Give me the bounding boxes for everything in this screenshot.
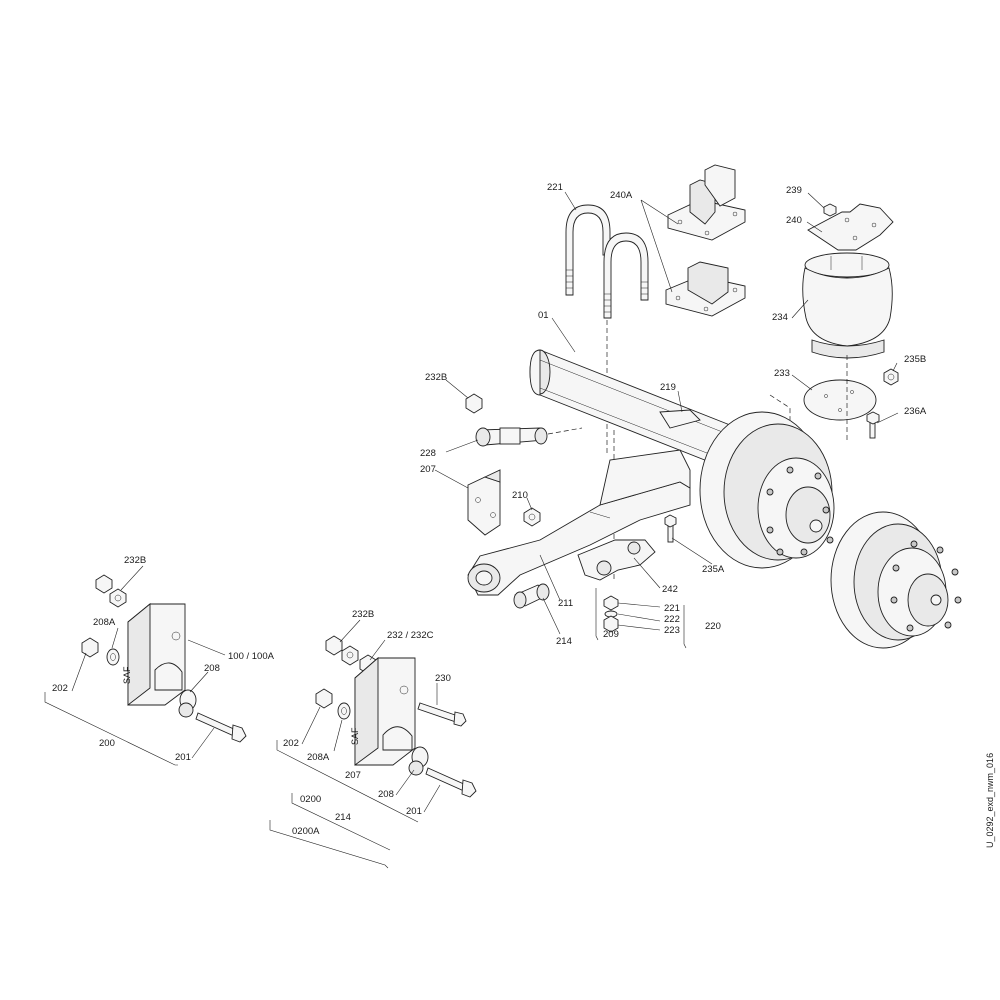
label-01: 01 (538, 310, 549, 321)
label-220: 220 (705, 621, 721, 632)
clamp-plate-240A-lower (665, 261, 746, 317)
label-202-left: 202 (52, 683, 68, 694)
label-214-mid: 214 (556, 636, 572, 647)
trailing-arm-211 (467, 449, 691, 596)
label-202-right: 202 (283, 738, 299, 749)
pivot-plate-242 (577, 539, 656, 581)
piston-plate-233 (803, 379, 877, 421)
bracket-100-100A: SAF (122, 603, 186, 706)
shock-absorber-228 (475, 427, 548, 447)
drawing-reference: U_0292_exd_nwm_016 (985, 753, 995, 848)
axle-beam-01 (529, 349, 731, 471)
callout-labels: 221 240A 239 240 234 01 232B 219 233 235… (52, 182, 927, 837)
nut-232B-mid (465, 393, 483, 414)
u-bolt-221-front (603, 232, 649, 319)
label-207-mid: 207 (420, 464, 436, 475)
shock-centerline (547, 427, 583, 435)
label-214-right: 214 (335, 812, 351, 823)
label-223: 223 (664, 625, 680, 636)
label-201-left: 201 (175, 752, 191, 763)
label-0200: 0200 (300, 794, 321, 805)
label-208A-right: 208A (307, 752, 330, 763)
nut-221-222-223 (603, 595, 619, 633)
label-222: 222 (664, 614, 680, 625)
label-239: 239 (786, 185, 802, 196)
nut-232B-left (95, 574, 127, 608)
nut-235B (883, 368, 899, 386)
label-209: 209 (603, 629, 619, 640)
bracket-stamp-right: SAF (350, 727, 360, 745)
label-232-232C: 232 / 232C (387, 630, 434, 641)
bolt-235A (664, 514, 677, 543)
axle-seat-219 (659, 409, 701, 429)
nut-239 (823, 203, 837, 217)
label-100-100A: 100 / 100A (228, 651, 275, 662)
label-240: 240 (786, 215, 802, 226)
bushing-214 (513, 583, 550, 609)
label-221-bot: 221 (664, 603, 680, 614)
brake-drum (699, 411, 835, 569)
air-spring-234 (802, 252, 893, 359)
label-221-top: 221 (547, 182, 563, 193)
label-232B-left: 232B (124, 555, 146, 566)
label-207-right: 207 (345, 770, 361, 781)
bracket-207-right: SAF (350, 657, 416, 766)
label-208-left: 208 (204, 663, 220, 674)
u-bolt-221-back (565, 204, 611, 296)
label-236A: 236A (904, 406, 927, 417)
label-234: 234 (772, 312, 788, 323)
label-210: 210 (512, 490, 528, 501)
label-201-right: 201 (406, 806, 422, 817)
leader-lines (44, 191, 899, 869)
nut-202-left (81, 637, 99, 658)
label-208A-left: 208A (93, 617, 116, 628)
label-235A: 235A (702, 564, 725, 575)
nut-202-right (315, 688, 333, 709)
washer-208A-right (337, 702, 351, 720)
label-240A: 240A (610, 190, 633, 201)
label-232B-right: 232B (352, 609, 374, 620)
bolt-230 (417, 702, 467, 727)
label-228: 228 (420, 448, 436, 459)
label-230: 230 (435, 673, 451, 684)
label-208-right: 208 (378, 789, 394, 800)
label-200: 200 (99, 738, 115, 749)
clamp-plate-240A-upper (667, 164, 746, 241)
label-235B: 235B (904, 354, 926, 365)
nut-232B-right (325, 635, 359, 666)
washer-208-right (408, 746, 429, 776)
bolt-201-left (195, 712, 247, 743)
bracket-207-mid (467, 469, 501, 536)
bolt-236A (866, 411, 880, 439)
label-0200A: 0200A (292, 826, 320, 837)
bolt-201-right (425, 767, 477, 798)
bracket-stamp-left: SAF (122, 666, 132, 684)
label-242: 242 (662, 584, 678, 595)
nut-210 (523, 507, 541, 527)
top-plate-240 (807, 203, 894, 251)
label-233: 233 (774, 368, 790, 379)
washer-208A-left (106, 648, 120, 666)
label-211: 211 (558, 598, 573, 609)
label-232B-mid: 232B (425, 372, 447, 383)
brake-disc (830, 511, 962, 649)
label-219: 219 (660, 382, 676, 393)
washer-208-left (178, 689, 197, 718)
